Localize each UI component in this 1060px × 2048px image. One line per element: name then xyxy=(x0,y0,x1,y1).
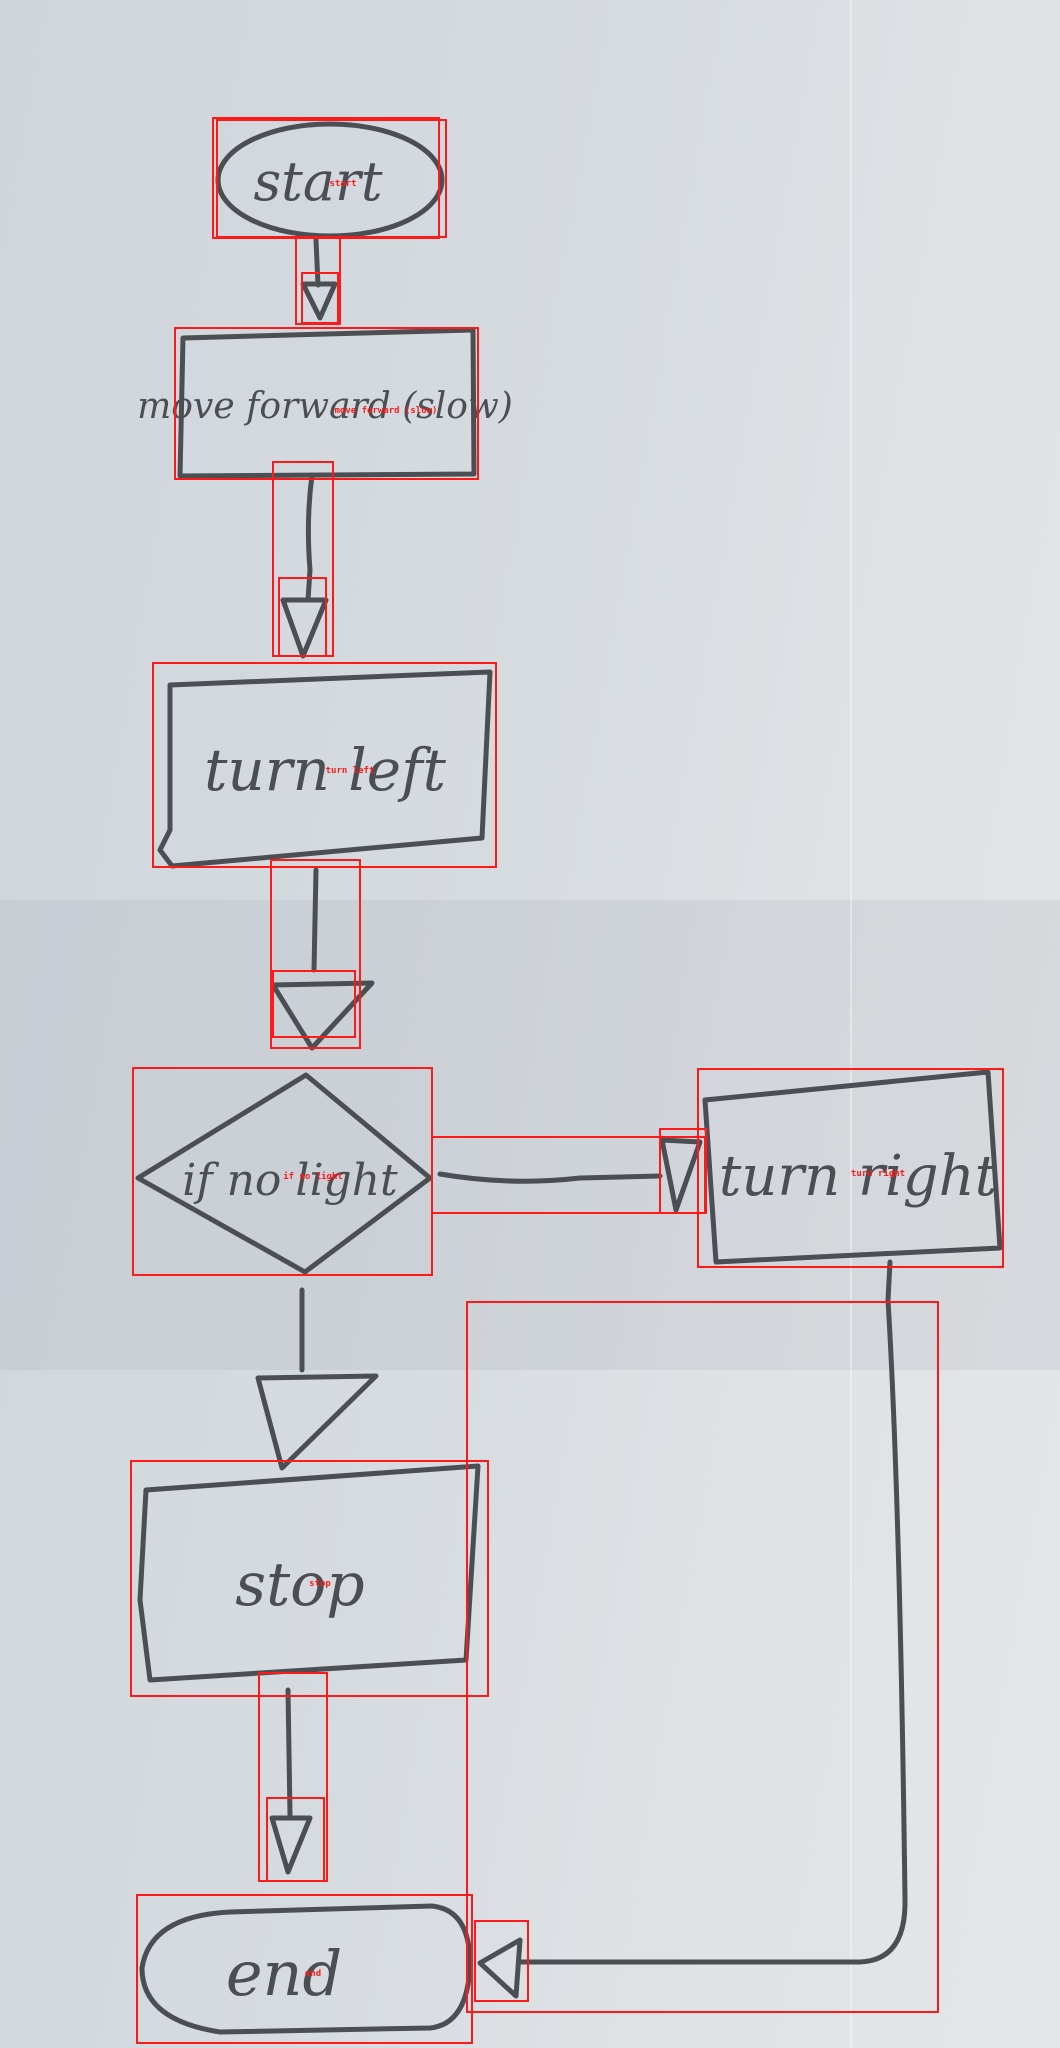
move-forward-process: move forward (slow) xyxy=(137,327,513,479)
arrow-stop-to-end xyxy=(269,1687,313,1875)
bbox-end xyxy=(136,1894,473,2044)
label-stop: stop xyxy=(309,1579,331,1589)
move-forward-text: move forward (slow) xyxy=(137,386,513,427)
annotation-overlay: start move forward (slow) turn left if n… xyxy=(130,117,1004,2044)
arrow-move-to-turn-left xyxy=(280,472,329,659)
turn-left-process: turn left xyxy=(157,669,493,869)
paper-fold xyxy=(850,0,852,2048)
bbox-turn-left xyxy=(152,662,497,868)
label-move-forward: move forward (slow) xyxy=(335,406,438,416)
turn-right-text: turn right xyxy=(719,1144,998,1209)
bbox-arrowhead-3 xyxy=(272,970,356,1038)
turn-right-process: turn right xyxy=(702,1069,1003,1265)
bbox-stop xyxy=(130,1460,489,1697)
start-text: start xyxy=(253,150,382,213)
arrow-turn-left-to-decision xyxy=(270,867,375,1051)
arrow-start-to-move xyxy=(300,237,338,321)
stop-text: stop xyxy=(235,1550,364,1620)
label-turn-right: turn right xyxy=(851,1168,905,1179)
decision-text: if no light xyxy=(182,1155,398,1206)
arrow-decision-to-stop xyxy=(255,1287,379,1471)
bbox-arrow-loop xyxy=(466,1301,939,2013)
bbox-arrow-3 xyxy=(270,859,361,1049)
label-start: start xyxy=(329,179,356,189)
bbox-turn-right xyxy=(697,1068,1004,1268)
turn-left-text: turn left xyxy=(204,736,447,804)
bbox-arrow-5 xyxy=(258,1672,328,1882)
if-no-light-decision: if no light xyxy=(135,1072,433,1275)
bbox-arrowhead-6 xyxy=(474,1920,529,2002)
bbox-arrowhead-2 xyxy=(278,577,327,657)
arrow-turn-right-to-end xyxy=(477,1259,908,1999)
stop-process: stop xyxy=(137,1463,481,1683)
bbox-arrow-2 xyxy=(272,461,334,657)
end-text: end xyxy=(226,1937,342,2010)
bbox-arrowhead-1 xyxy=(301,272,339,324)
bbox-move-forward xyxy=(174,327,479,480)
label-turn-left: turn left xyxy=(326,766,375,776)
paper-shadow xyxy=(0,900,1060,1370)
arrow-decision-to-turn-right xyxy=(437,1137,703,1213)
bbox-arrowhead-4 xyxy=(659,1128,707,1214)
bbox-arrowhead-5 xyxy=(266,1797,325,1882)
label-end: end xyxy=(305,1969,321,1979)
label-decision: if no light xyxy=(283,1171,343,1182)
